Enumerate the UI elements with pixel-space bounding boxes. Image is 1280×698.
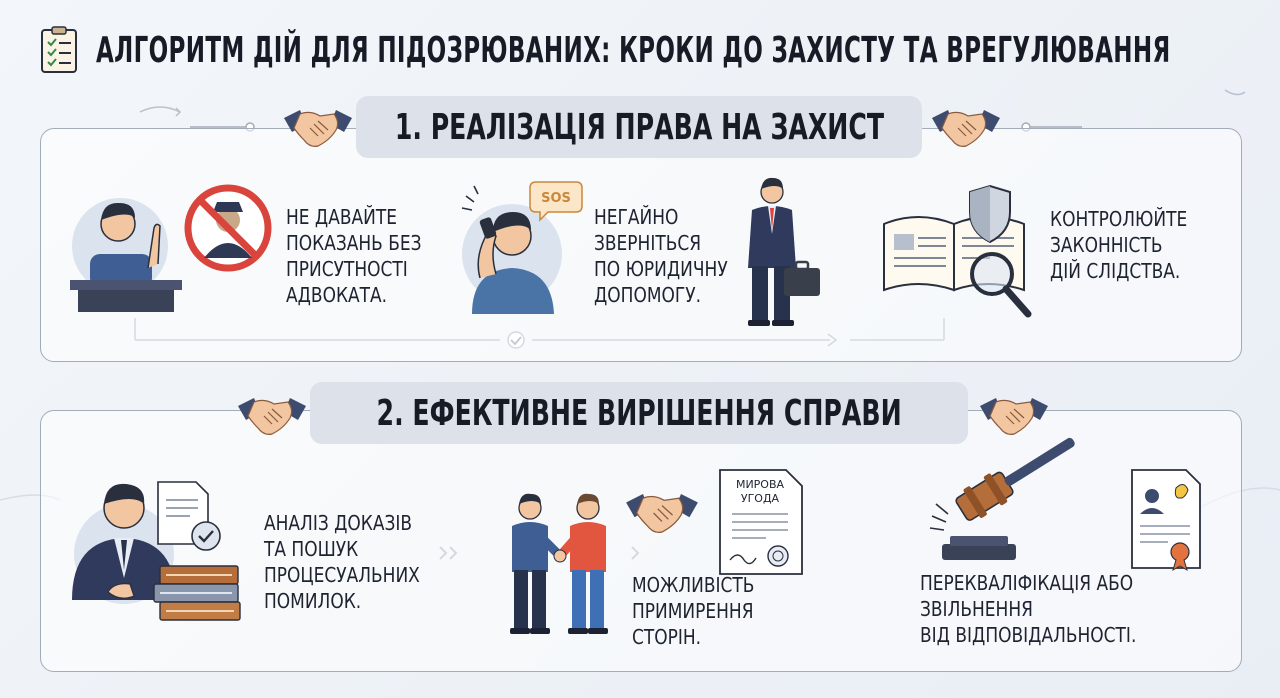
section-2-title: 2. ЕФЕКТИВНЕ ВИРІШЕННЯ СПРАВИ bbox=[376, 392, 902, 434]
law-book-magnifier-icon bbox=[883, 184, 1032, 318]
sos-badge-text: SOS bbox=[541, 191, 571, 206]
gavel-certificate-icon bbox=[929, 437, 1075, 560]
step-1-3-text: КОНТРОЛЮЙТЕ ЗАКОННІСТЬ ДІЙ СЛІДСТВА. bbox=[1050, 207, 1188, 283]
section-1-panel bbox=[40, 128, 1242, 362]
page-title: АЛГОРИТМ ДІЙ ДЛЯ ПІДОЗРЮВАНИХ: КРОКИ ДО … bbox=[96, 30, 1171, 71]
handshake-icon bbox=[238, 398, 306, 435]
agreement-line-1: МИРОВА bbox=[736, 478, 785, 491]
step-2-2-text: МОЖЛИВІСТЬ ПРИМИРЕННЯ СТОРІН. bbox=[632, 573, 755, 649]
section-1-title: 1. РЕАЛІЗАЦІЯ ПРАВА НА ЗАХИСТ bbox=[394, 106, 884, 148]
lawyer-documents-icon bbox=[72, 481, 241, 621]
lawyer-with-briefcase-icon bbox=[748, 177, 820, 326]
clipboard-checklist-icon bbox=[41, 26, 77, 73]
agreement-line-2: УГОДА bbox=[741, 492, 780, 505]
section-2-heading: 2. ЕФЕКТИВНЕ ВИРІШЕННЯ СПРАВИ bbox=[310, 382, 968, 444]
settlement-agreement-icon: МИРОВА УГОДА bbox=[719, 469, 803, 575]
sos-call-icon: SOS bbox=[461, 181, 583, 314]
step-1-1-text: НЕ ДАВАЙТЕ ПОКАЗАНЬ БЕЗ ПРИСУТНОСТІ АДВО… bbox=[286, 205, 422, 307]
handshake-icon bbox=[932, 110, 1000, 147]
step-1-2-text: НЕГАЙНО ЗВЕРНІТЬСЯ ПО ЮРИДИЧНУ ДОПОМОГУ. bbox=[594, 205, 728, 307]
step-2-3-text: ПЕРЕКВАЛІФІКАЦІЯ АБО ЗВІЛЬНЕННЯ ВІД ВІДП… bbox=[920, 571, 1137, 647]
certificate-icon bbox=[1131, 469, 1201, 572]
step-2-1-text: АНАЛІЗ ДОКАЗІВ ТА ПОШУК ПРОЦЕСУАЛЬНИХ ПО… bbox=[264, 511, 420, 613]
handshake-icon bbox=[980, 398, 1048, 435]
handshake-icon bbox=[626, 494, 698, 534]
two-people-handshake-icon bbox=[510, 493, 608, 634]
no-interrogation-icon bbox=[70, 184, 272, 312]
header: АЛГОРИТМ ДІЙ ДЛЯ ПІДОЗРЮВАНИХ: КРОКИ ДО … bbox=[0, 0, 1280, 90]
section-2-panel bbox=[40, 410, 1242, 672]
handshake-icon bbox=[284, 110, 352, 147]
section-1-heading: 1. РЕАЛІЗАЦІЯ ПРАВА НА ЗАХИСТ bbox=[356, 96, 922, 158]
